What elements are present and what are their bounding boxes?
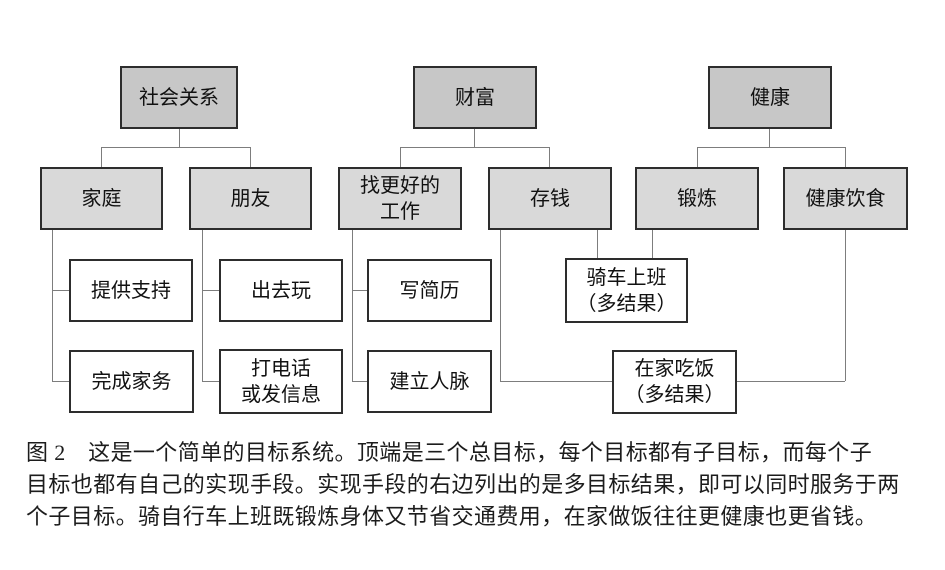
connector-line <box>500 230 501 381</box>
connector-line <box>500 381 612 382</box>
means-provide-support: 提供支持 <box>69 259 193 322</box>
caption-line: 目标也都有自己的实现手段。实现手段的右边列出的是多目标结果，即可以同时服务于两 <box>26 472 900 497</box>
means-go-out: 出去玩 <box>219 259 343 322</box>
connector-line <box>101 147 251 148</box>
goal-health: 健康 <box>708 66 832 129</box>
connector-line <box>52 381 69 382</box>
means-call-or-text: 打电话 或发信息 <box>219 349 343 414</box>
connector-line <box>352 381 367 382</box>
connector-line <box>549 147 550 167</box>
connector-line <box>52 230 53 382</box>
subgoal-better-job: 找更好的 工作 <box>338 167 462 230</box>
connector-line <box>400 147 550 148</box>
connector-line <box>737 381 845 382</box>
subgoal-exercise: 锻炼 <box>635 167 759 230</box>
goal-social-relations: 社会关系 <box>120 66 238 129</box>
caption-line: 图 2 这是一个简单的目标系统。顶端是三个总目标，每个目标都有子目标，而每个子 <box>26 440 873 465</box>
connector-line <box>769 129 770 148</box>
connector-line <box>652 230 653 258</box>
goal-wealth: 财富 <box>413 66 537 129</box>
connector-line <box>250 147 251 167</box>
subgoal-save-money: 存钱 <box>488 167 612 230</box>
caption-line: 个子目标。骑自行车上班既锻炼身体又节省交通费用，在家做饭往往更健康也更省钱。 <box>26 504 878 529</box>
connector-line <box>352 290 367 291</box>
subgoal-friends: 朋友 <box>189 167 312 230</box>
connector-line <box>52 290 69 291</box>
subgoal-family: 家庭 <box>40 167 163 230</box>
connector-line <box>697 147 846 148</box>
connector-line <box>845 147 846 167</box>
figure-caption: 图 2 这是一个简单的目标系统。顶端是三个总目标，每个目标都有子目标，而每个子 … <box>26 437 938 533</box>
connector-line <box>101 147 102 167</box>
connector-line <box>202 290 219 291</box>
connector-line <box>597 230 598 258</box>
outcome-bike-to-work: 骑车上班 （多结果） <box>565 258 688 323</box>
connector-line <box>697 147 698 167</box>
connector-line <box>400 147 401 167</box>
means-build-network: 建立人脉 <box>367 350 492 413</box>
means-write-resume: 写简历 <box>367 259 492 322</box>
connector-line <box>202 230 203 382</box>
connector-line <box>845 230 846 381</box>
subgoal-healthy-eating: 健康饮食 <box>783 167 908 230</box>
connector-line <box>179 129 180 148</box>
outcome-eat-at-home: 在家吃饭 （多结果） <box>612 350 737 414</box>
means-do-chores: 完成家务 <box>69 350 194 413</box>
connector-line <box>352 230 353 382</box>
connector-line <box>202 381 219 382</box>
connector-line <box>474 129 475 148</box>
